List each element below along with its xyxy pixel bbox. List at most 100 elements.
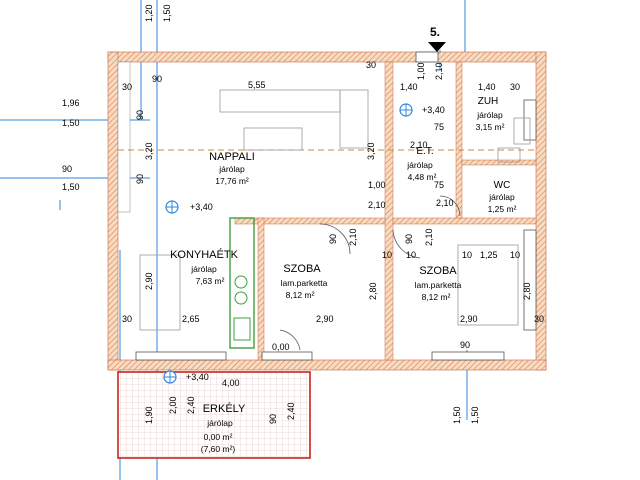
room-area: 1,25 m² — [488, 204, 517, 214]
room-area: 17,76 m² — [215, 176, 249, 186]
room-szoba-1: SZOBA lam.parketta 8,12 m² — [281, 263, 328, 300]
room-area: 3,15 m² — [476, 122, 505, 132]
left-dim-1: 1,96 — [62, 98, 80, 108]
room-floor: lam.parketta — [415, 280, 462, 290]
room-nappali: NAPPALI járólap 17,76 m² — [209, 151, 255, 186]
room-floor: járólap — [476, 110, 503, 120]
dim-label: 2,40 — [286, 402, 296, 420]
dim-label: 30 — [122, 82, 132, 92]
dim-label: 4,00 — [222, 378, 240, 388]
kitchen-counter — [229, 217, 255, 349]
left-dim-3: 90 — [62, 164, 72, 174]
room-name: NAPPALI — [209, 151, 255, 163]
room-area: 0,00 m² — [204, 432, 233, 442]
room-area: 8,12 m² — [422, 292, 451, 302]
header-labels: 5. 1,20 1,50 — [144, 4, 440, 39]
dim-label: 1,00 — [416, 62, 426, 80]
dim-label: 1,50 — [452, 406, 462, 424]
dim-label: 90 — [404, 234, 414, 244]
room-name: ZUH — [478, 96, 499, 107]
dim-label: 10 — [510, 250, 520, 260]
room-floor: járólap — [190, 264, 217, 274]
dim-label: 2,10 — [368, 200, 386, 210]
dim-label: 3,20 — [144, 142, 154, 160]
room-wc: WC járólap 1,25 m² — [488, 180, 517, 214]
dim-label: 5,55 — [248, 80, 266, 90]
dim-label: 2,10 — [410, 140, 428, 150]
dim-label: 2,90 — [460, 314, 478, 324]
dim-label: 1,25 — [480, 250, 498, 260]
doors — [279, 195, 461, 351]
room-zuh: ZUH járólap 3,15 m² — [476, 96, 505, 132]
left-dims: 1,96 1,50 90 1,50 — [62, 98, 80, 192]
dim-label: 1,50 — [470, 406, 480, 424]
dim-label: 90 — [135, 174, 145, 184]
room-name: ERKÉLY — [203, 402, 246, 415]
level-label: +3,40 — [190, 202, 213, 212]
level-markers — [163, 103, 413, 384]
level-label: +3,40 — [186, 372, 209, 382]
dim-label: 2,10 — [434, 62, 444, 80]
dim-label: 2,10 — [424, 228, 434, 246]
room-name: WC — [494, 180, 511, 191]
furniture — [139, 89, 531, 331]
dim-label: 90 — [135, 110, 145, 120]
room-area-extra: (7,60 m²) — [201, 444, 236, 454]
dim-label: 1,40 — [400, 82, 418, 92]
room-floor: járólap — [218, 164, 245, 174]
dim-label: 90 — [152, 74, 162, 84]
balcony — [117, 371, 311, 459]
dim-label: 1,40 — [478, 82, 496, 92]
dimension-labels: 5,55 90 90 90 3,20 3,20 1,00 2,10 2,10 2… — [122, 60, 544, 424]
left-dim-2: 1,50 — [62, 118, 80, 128]
dim-label: 2,80 — [522, 282, 532, 300]
dim-label: 2,65 — [182, 314, 200, 324]
dim-label: 1,90 — [144, 406, 154, 424]
dim-label: 30 — [366, 60, 376, 70]
dim-label: 30 — [510, 82, 520, 92]
dim-label: 90 — [268, 414, 278, 424]
room-name: KONYHAÉTK — [170, 248, 239, 261]
room-szoba-2: SZOBA lam.parketta 8,12 m² — [415, 265, 462, 302]
room-floor: lam.parketta — [281, 278, 328, 288]
room-floor: járólap — [406, 160, 433, 170]
dim-label: 2,10 — [348, 228, 358, 246]
room-name: E.T. — [416, 146, 433, 157]
dim-label: 90 — [328, 234, 338, 244]
unit-label: 5. — [430, 25, 440, 39]
room-area: 8,12 m² — [286, 290, 315, 300]
dim-label: 2,90 — [316, 314, 334, 324]
room-floor: járólap — [206, 418, 233, 428]
dim-label: 30 — [122, 314, 132, 324]
dim-label: 10 — [382, 250, 392, 260]
dim-label: 30 — [534, 314, 544, 324]
dim-label: 90 — [460, 340, 470, 350]
dim-label: 75 — [434, 122, 444, 132]
dim-label: 10 — [462, 250, 472, 260]
top-dim-2: 1,50 — [162, 4, 172, 22]
level-label: +3,40 — [422, 105, 445, 115]
dim-label: 2,90 — [144, 272, 154, 290]
level-labels: +3,40 +3,40 +3,40 — [186, 105, 445, 382]
dim-label: 2,00 — [168, 396, 178, 414]
dim-label: 2,10 — [436, 198, 454, 208]
dim-label: 0,00 — [272, 342, 290, 352]
room-area: 7,63 m² — [196, 276, 225, 286]
room-konyha: KONYHAÉTK járólap 7,63 m² — [170, 248, 239, 286]
dim-label: 3,20 — [366, 142, 376, 160]
exterior-walls — [107, 51, 547, 371]
room-area: 4,48 m² — [408, 172, 437, 182]
room-floor: járólap — [488, 192, 515, 202]
dim-label: 75 — [434, 180, 444, 190]
dim-label: 2,80 — [368, 282, 378, 300]
room-name: SZOBA — [419, 265, 457, 277]
windows — [135, 51, 537, 361]
dim-label: 2,40 — [186, 396, 196, 414]
room-erkely: ERKÉLY járólap 0,00 m² (7,60 m²) — [201, 402, 246, 454]
left-dim-4: 1,50 — [62, 182, 80, 192]
dim-label: 1,00 — [368, 180, 386, 190]
top-dim-1: 1,20 — [144, 4, 154, 22]
room-name: SZOBA — [283, 263, 321, 275]
dim-label: 10 — [406, 250, 416, 260]
